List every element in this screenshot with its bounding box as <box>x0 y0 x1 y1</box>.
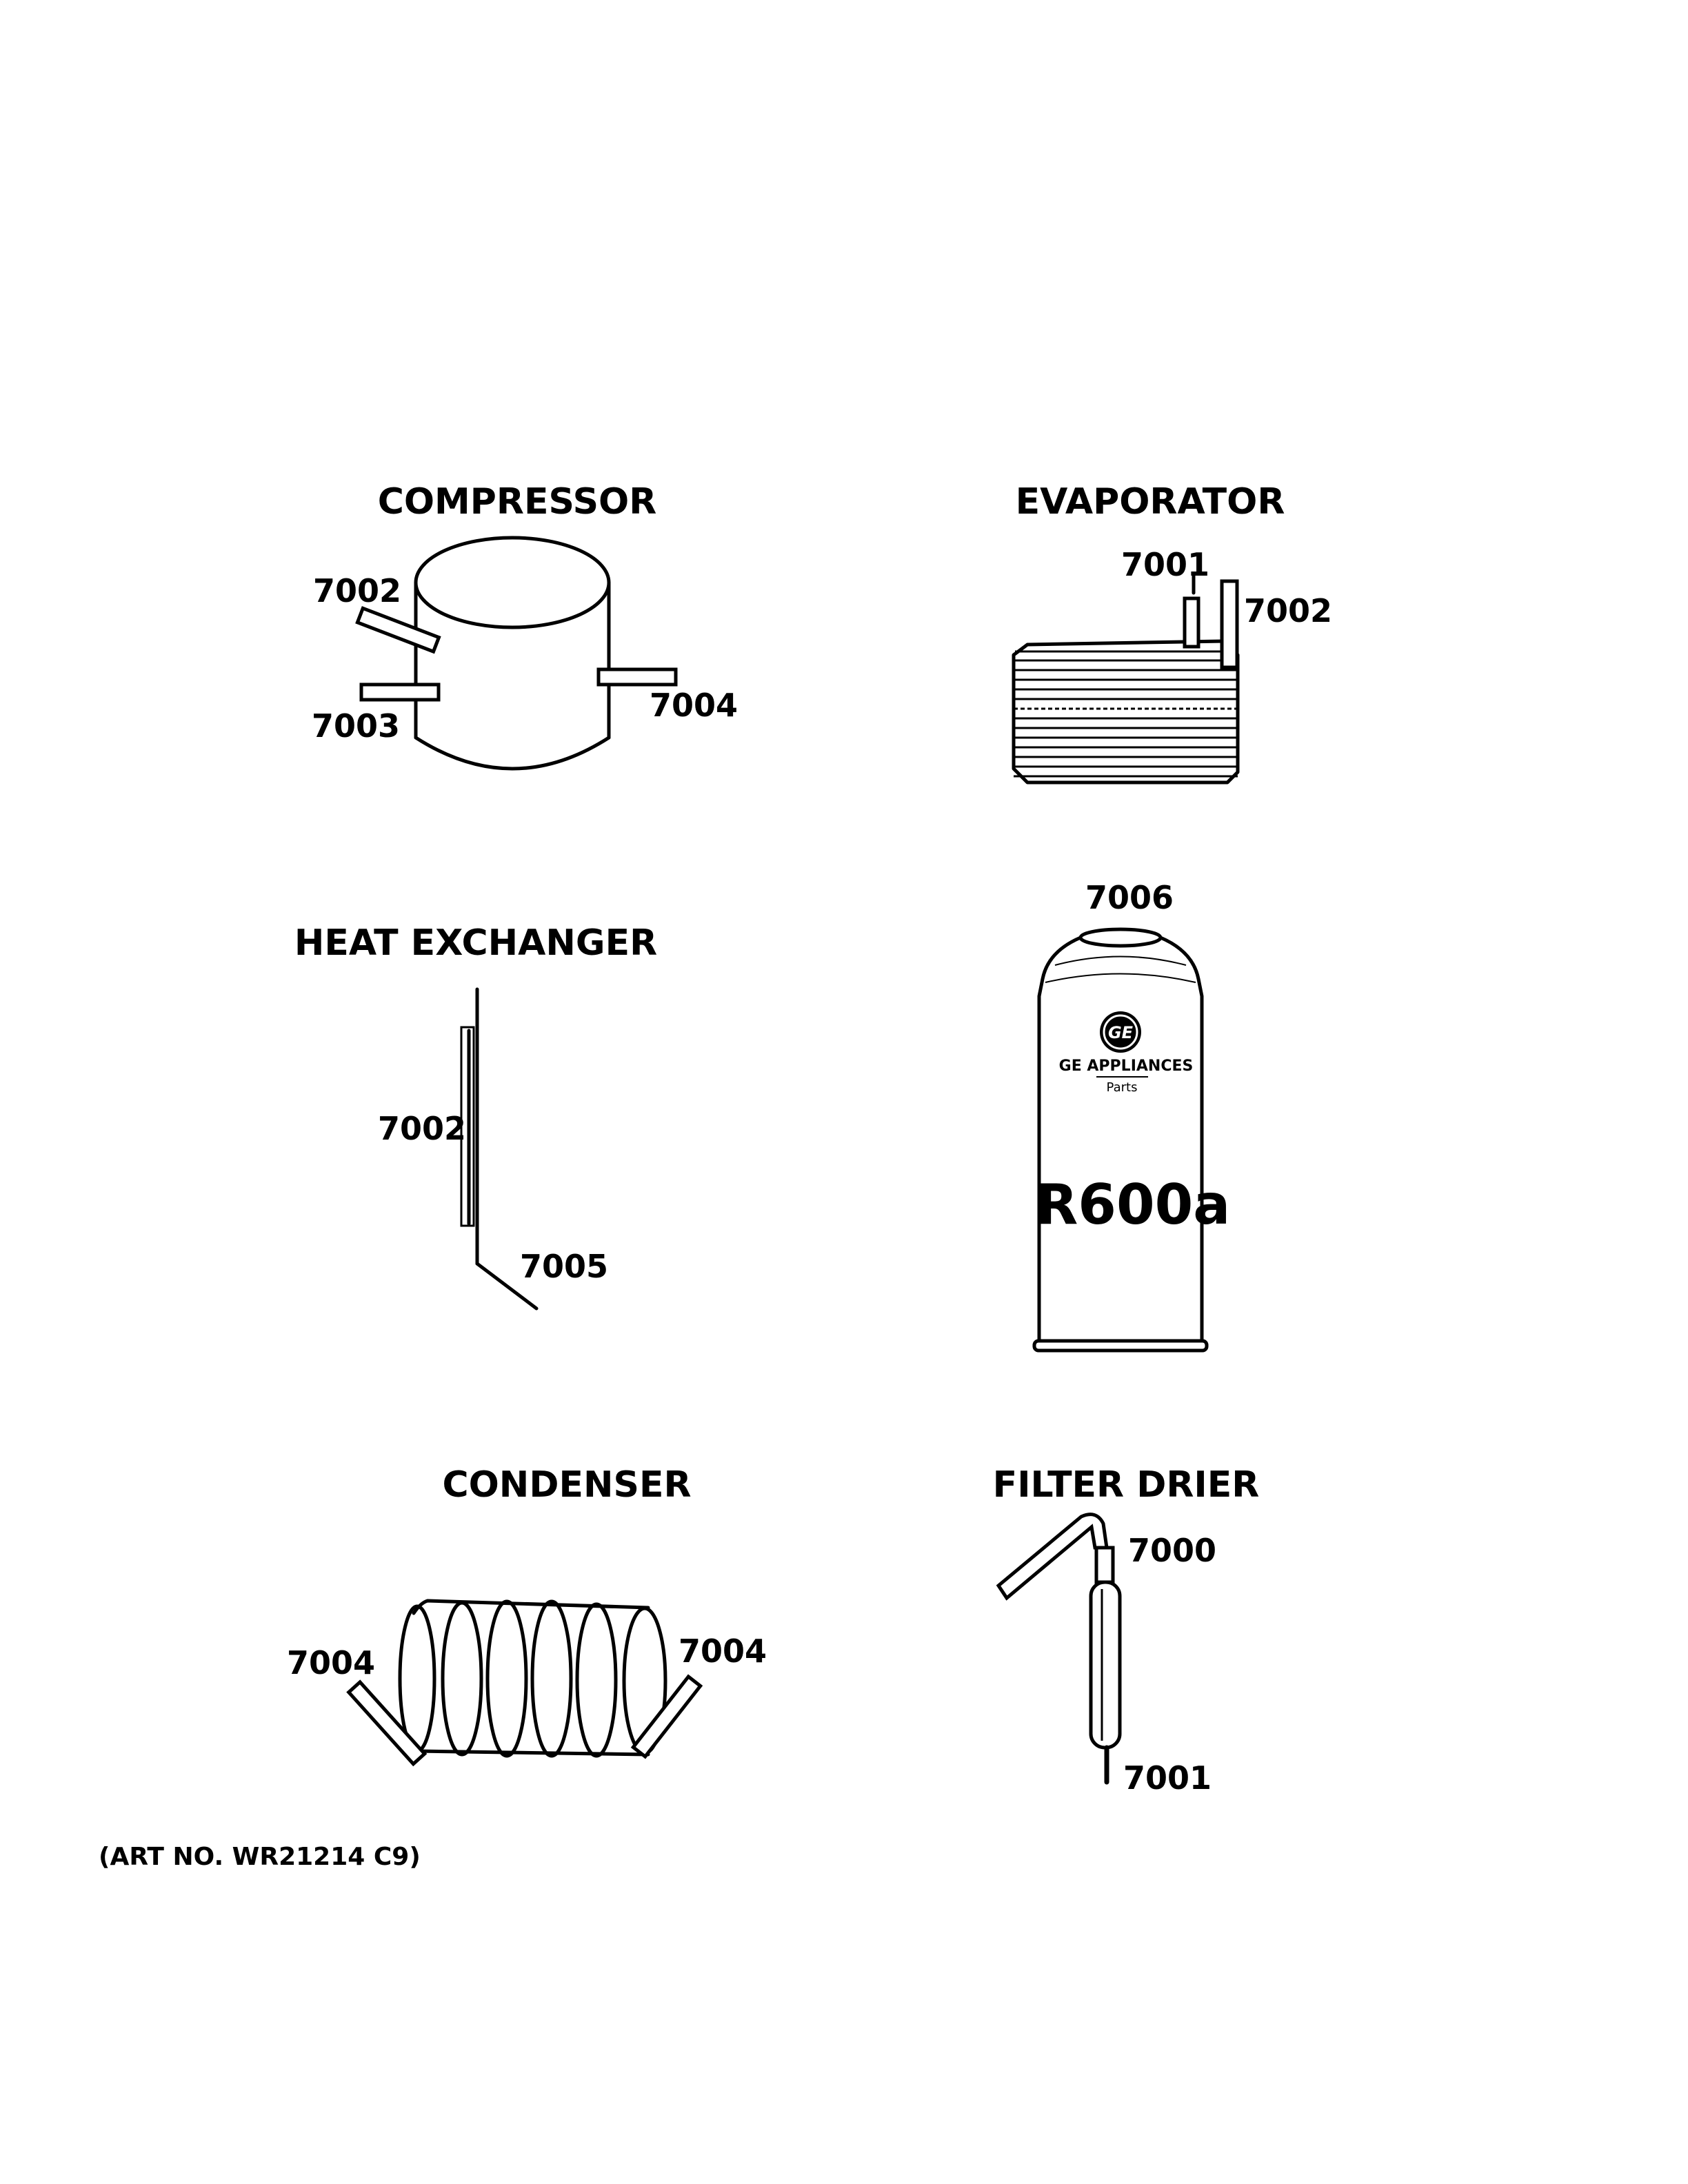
evaporator-group: EVAPORATOR 7001 7002 <box>1012 481 1332 785</box>
condenser-drawing <box>346 1599 703 1767</box>
condenser-title: CONDENSER <box>442 1464 691 1506</box>
compressor-title: COMPRESSOR <box>378 481 657 523</box>
compressor-callout-7004: 7004 <box>650 687 738 724</box>
compressor-drawing <box>355 536 678 771</box>
heat-exchanger-callout-7005: 7005 <box>520 1248 608 1285</box>
heat-exchanger-title: HEAT EXCHANGER <box>294 922 657 964</box>
filter-drier-callout-7000: 7000 <box>1128 1532 1216 1569</box>
filter-drier-title: FILTER DRIER <box>993 1464 1260 1506</box>
refrigerant-can-callout-7006: 7006 <box>1085 879 1174 916</box>
heat-exchanger-drawing <box>460 987 539 1311</box>
filter-drier-callout-7001: 7001 <box>1123 1759 1212 1797</box>
refrigerant-can-group: 7006 GE GE APPLIANCES Parts R600a <box>1032 879 1231 1353</box>
filter-drier-drawing <box>996 1513 1122 1785</box>
refrigerant-can-brand: GE APPLIANCES <box>1059 1058 1194 1075</box>
condenser-group: CONDENSER 7004 7004 <box>287 1464 767 1767</box>
evaporator-callout-7001: 7001 <box>1121 546 1209 583</box>
refrigerant-can-brand-sub: Parts <box>1107 1080 1138 1095</box>
condenser-callout-7004-right: 7004 <box>679 1632 767 1670</box>
refrigerant-can-label: R600a <box>1036 1173 1231 1237</box>
filter-drier-group: FILTER DRIER 7000 7001 <box>993 1464 1260 1797</box>
compressor-callout-7003: 7003 <box>312 707 400 745</box>
heat-exchanger-callout-7002: 7002 <box>378 1110 466 1147</box>
ge-logo-text: GE <box>1108 1023 1134 1042</box>
evaporator-drawing <box>1012 574 1240 785</box>
heat-exchanger-group: HEAT EXCHANGER 7002 7005 <box>294 922 657 1311</box>
compressor-callout-7002: 7002 <box>313 572 401 609</box>
evaporator-callout-7002: 7002 <box>1244 592 1332 629</box>
ge-logo-icon <box>1100 1011 1141 1053</box>
compressor-group: COMPRESSOR 7002 7003 7004 <box>312 481 738 771</box>
art-number: (ART NO. WR21214 C9) <box>99 1843 421 1871</box>
condenser-callout-7004-left: 7004 <box>287 1644 375 1681</box>
refrigerant-can-drawing: GE <box>1032 927 1209 1353</box>
evaporator-title: EVAPORATOR <box>1016 481 1285 523</box>
